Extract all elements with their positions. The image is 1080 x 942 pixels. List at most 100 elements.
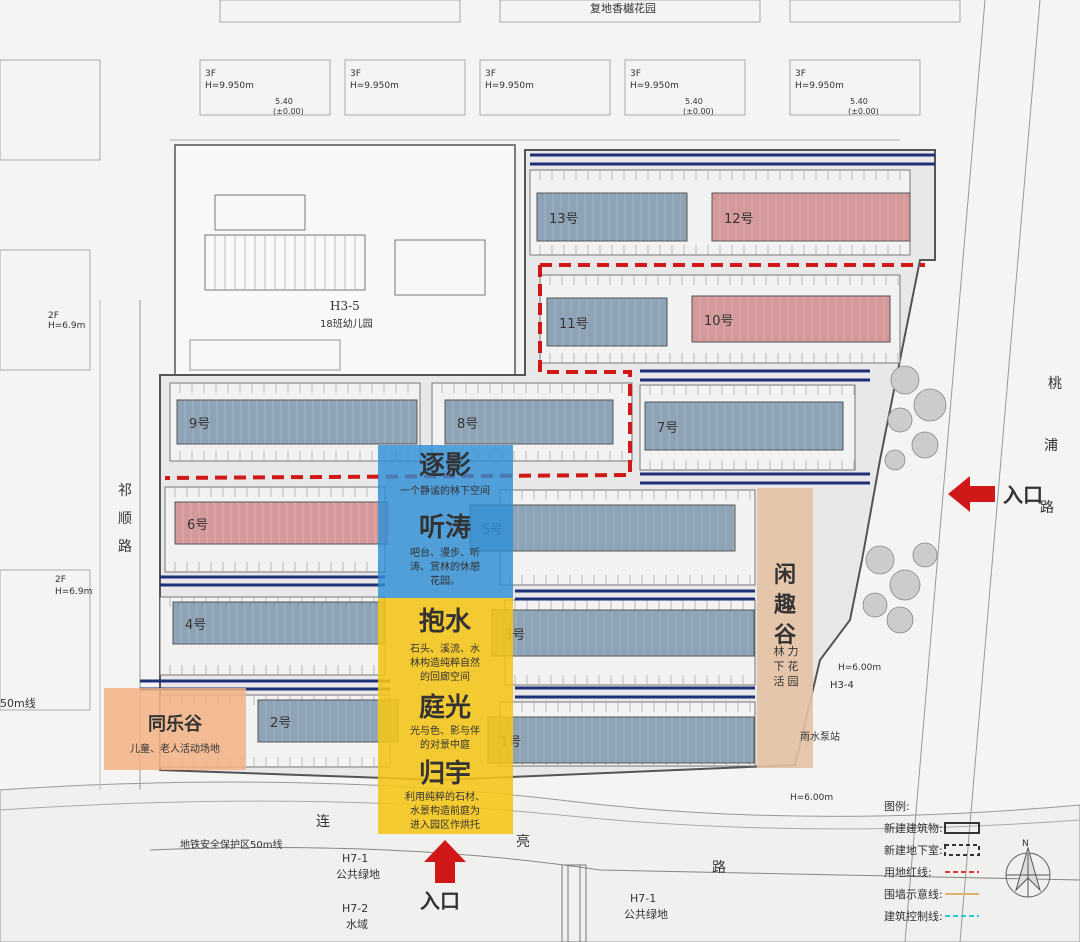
zone-tongle-bg [104,688,246,770]
building-11-block [546,297,668,347]
parcel-2-code: H7-2 [342,902,368,915]
legend-item-label: 围墙示意线: [884,887,943,901]
building-3-block [491,609,755,657]
legend-item-label: 建筑控制线: [884,909,943,923]
parcel-3-name: 公共绿地 [624,907,668,921]
zone-xianqu-desc-char: 花 [788,660,799,673]
building-8-block [444,399,614,445]
road-east-char: 浦 [1044,438,1058,454]
zone-xianqu-desc-char: 园 [788,675,799,688]
elevation-mark-base: (±0.00) [273,107,304,116]
existing-bldg-height: H=9.950m [630,81,679,91]
zone-baoshui-desc-1: 石头、溪流、水 [410,642,480,655]
building-label: 12号 [724,212,754,227]
south-entrance-arrow-icon [424,840,466,883]
east-road-edge-1 [904,0,986,942]
left-bldg-2-height: H=6.9m [55,587,92,597]
zone-xianqu-desc-char: 林 [774,644,785,658]
legend-swatch-solid-box [944,822,980,834]
zone-guiyu-title: 归宇 [419,759,471,789]
building-4-block [172,601,386,645]
east-entrance-label: 入口 [1003,483,1043,507]
legend-item-label: 新建建筑物: [884,821,943,835]
zone-yellow-bg [378,598,513,834]
building-label: 13号 [549,212,579,227]
road-east-char: 路 [1040,500,1054,516]
compass-icon [1005,846,1051,898]
existing-bldg-floors: 3F [795,69,806,79]
zone-tingtao-desc-2: 涛、赏林的休憩 [410,560,480,573]
road-west-char: 祁 [118,483,132,499]
left-existing-buildings [0,59,101,711]
building-label: 7号 [657,421,678,436]
building-5-block [469,504,736,552]
zone-baoshui-desc-2: 林构造纯粹自然 [410,656,480,669]
legend-item-label: 用地红线: [884,865,932,879]
zone-tingtao-desc-1: 吧台、漫步、听 [410,546,480,559]
east-parcel-note: 雨水泵站 [800,730,840,743]
zone-tingguang-desc-2: 的对景中庭 [420,738,470,751]
building-12-block [711,192,911,242]
south-entrance-label: 入口 [420,889,460,913]
legend-swatch-dashed-box [944,844,980,856]
left-bldg-2-floors: 2F [55,575,66,585]
road-south-char: 亮 [516,833,530,850]
east-parcel-height-2: H=6.00m [790,793,833,803]
top-garden-label: 复地香樾花园 [590,1,656,15]
existing-bldg-height: H=9.950m [350,81,399,91]
east-landscape-trees [862,365,947,634]
existing-bldg-height: H=9.950m [205,81,254,91]
kindergarten-name: 18班幼儿园 [320,317,373,330]
zone-guiyu-desc-1: 利用纯粹的石材、 [405,790,485,803]
zone-tingguang-desc-1: 光与色、影与伴 [410,724,480,737]
zone-xianqu-title-char: 谷 [774,622,797,648]
existing-bldg-floors: 3F [630,69,641,79]
parcel-1-code: H7-1 [342,852,368,865]
elevation-mark: 5.40 [275,97,293,106]
compass-label: N [1022,839,1029,849]
building-6-block [174,501,388,545]
kindergarten-block [174,144,516,376]
parcel-1-name: 公共绿地 [336,867,380,881]
building-label: 2号 [270,716,291,731]
zone-zhuying-tingtao-bg [378,445,513,598]
legend: 图例:新建建筑物:新建地下室:用地红线:围墙示意线:建筑控制线: [884,799,980,923]
road-south-char: 路 [712,860,726,876]
zone-xianqu-bg [757,488,813,768]
zone-xianqu-title-char: 闲 [774,562,796,588]
zone-xianqu-desc-char: 下 [774,660,785,673]
existing-bldg-floors: 3F [485,69,496,79]
left-bldg-1-height: H=6.9m [48,321,85,331]
road-west-char: 路 [118,539,132,555]
legend-item-label: 新建地下室: [884,843,943,857]
existing-bldg-floors: 3F [205,69,216,79]
zone-xianqu-title-char: 趣 [773,592,796,618]
land-red-line [164,263,925,480]
zone-zhuying-desc: 一个静谧的林下空间 [400,484,490,497]
kindergarten-code: H3-5 [330,299,360,313]
zone-tingtao-title: 听涛 [419,513,471,543]
zone-tongle-desc: 儿童、老人活动场地 [130,742,220,755]
zone-tongle-title: 同乐谷 [148,714,203,735]
existing-building-labels: 3FH=9.950m3FH=9.950m3FH=9.950m3FH=9.950m… [205,69,879,116]
building-label: 6号 [187,518,208,533]
building-13-block [536,192,688,242]
building-2-block [257,699,399,743]
zone-guiyu-desc-2: 水景构造前庭为 [410,804,480,817]
zone-xianqu-desc-char: 活 [774,675,785,688]
building-1-block [487,716,755,764]
existing-bldg-floors: 3F [350,69,361,79]
building-label: 10号 [704,314,734,329]
zone-guiyu-desc-3: 进入园区作烘托 [410,818,480,831]
zone-baoshui-desc-3: 的回廊空间 [420,670,470,683]
road-south-char: 连 [316,814,330,830]
building-7-block [644,401,844,451]
metro-line-west: 50m线 [0,696,36,710]
parcel-2-name: 水域 [346,918,368,931]
building-label: 9号 [189,417,210,432]
zone-tingguang-title: 庭光 [419,692,471,723]
zone-baoshui-title: 抱水 [419,607,472,637]
elevation-mark: 5.40 [850,97,868,106]
